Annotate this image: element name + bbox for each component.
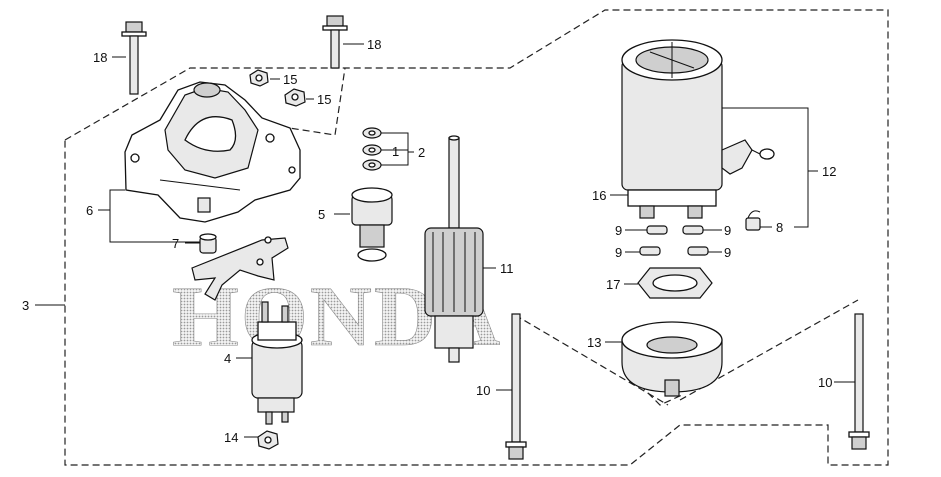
callout-7: 7	[172, 236, 179, 251]
callout-4: 4	[224, 351, 231, 366]
nut-15-top	[249, 69, 269, 87]
callout-15-top: 15	[283, 72, 297, 87]
bolt-18-right	[322, 15, 348, 69]
callout-10-left: 10	[476, 383, 490, 398]
rear-cover-13	[621, 321, 723, 397]
brush-springs-9	[639, 225, 709, 256]
yoke-assembly-12	[621, 39, 775, 219]
brush-8	[745, 210, 761, 231]
leader-lines	[35, 43, 855, 438]
callout-9-lower-right: 9	[724, 245, 731, 260]
through-bolt-10-left	[505, 313, 527, 460]
armature-11	[424, 135, 484, 363]
callout-16: 16	[592, 188, 606, 203]
brush-holder-17	[637, 267, 713, 299]
callout-17: 17	[606, 277, 620, 292]
callout-15-bottom: 15	[317, 92, 331, 107]
callout-14: 14	[224, 430, 238, 445]
callout-2: 2	[418, 145, 425, 160]
callout-13: 13	[587, 335, 601, 350]
callout-9-upper-left: 9	[615, 223, 622, 238]
nut-14	[257, 430, 279, 450]
front-housing-part	[124, 81, 301, 223]
callout-18-right: 18	[367, 37, 381, 52]
callout-1: 1	[392, 144, 399, 159]
callout-labels: 18 18 15 15 1 2 5 6 7 3 4 14 11 10 16 12…	[22, 37, 836, 445]
bushing-7	[199, 233, 217, 254]
bolt-18-left	[121, 21, 147, 95]
callout-8: 8	[776, 220, 783, 235]
callout-6: 6	[86, 203, 93, 218]
callout-9-upper-right: 9	[724, 223, 731, 238]
nut-15-bottom	[284, 88, 306, 107]
through-bolt-10-right	[848, 313, 870, 450]
washer-set-1-2	[362, 127, 382, 171]
callout-18-left: 18	[93, 50, 107, 65]
solenoid-4	[251, 301, 303, 425]
callout-10-right: 10	[818, 375, 832, 390]
callout-3: 3	[22, 298, 29, 313]
callout-12: 12	[822, 164, 836, 179]
callout-11: 11	[500, 261, 514, 276]
shift-lever-part	[191, 236, 289, 301]
pinion-gear-5	[351, 187, 393, 262]
callout-9-lower-left: 9	[615, 245, 622, 260]
callout-5: 5	[318, 207, 325, 222]
